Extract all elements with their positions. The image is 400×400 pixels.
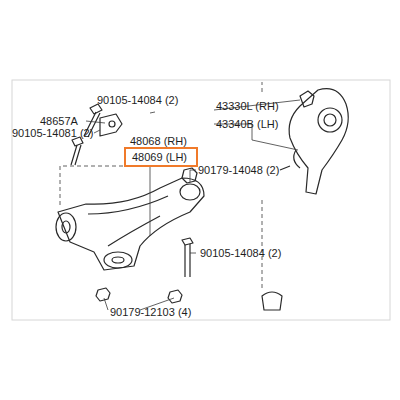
highlight-box: 48069 (LH) bbox=[124, 147, 198, 167]
part-number: 90179-14048 (2) bbox=[198, 164, 279, 176]
part-number: 90105-14081 (2) bbox=[12, 127, 93, 139]
part-number: 48068 (RH) bbox=[130, 135, 187, 147]
part-number: 90179-12103 (4) bbox=[110, 306, 191, 318]
part-number: 43330L (RH) bbox=[216, 100, 279, 112]
part-number: 90105-14084 (2) bbox=[200, 247, 281, 259]
part-number: 90105-14084 (2) bbox=[97, 94, 178, 106]
part-number: 48069 (LH) bbox=[132, 151, 190, 163]
part-number: 48657A bbox=[40, 115, 78, 127]
part-number: 43340B (LH) bbox=[216, 118, 278, 130]
